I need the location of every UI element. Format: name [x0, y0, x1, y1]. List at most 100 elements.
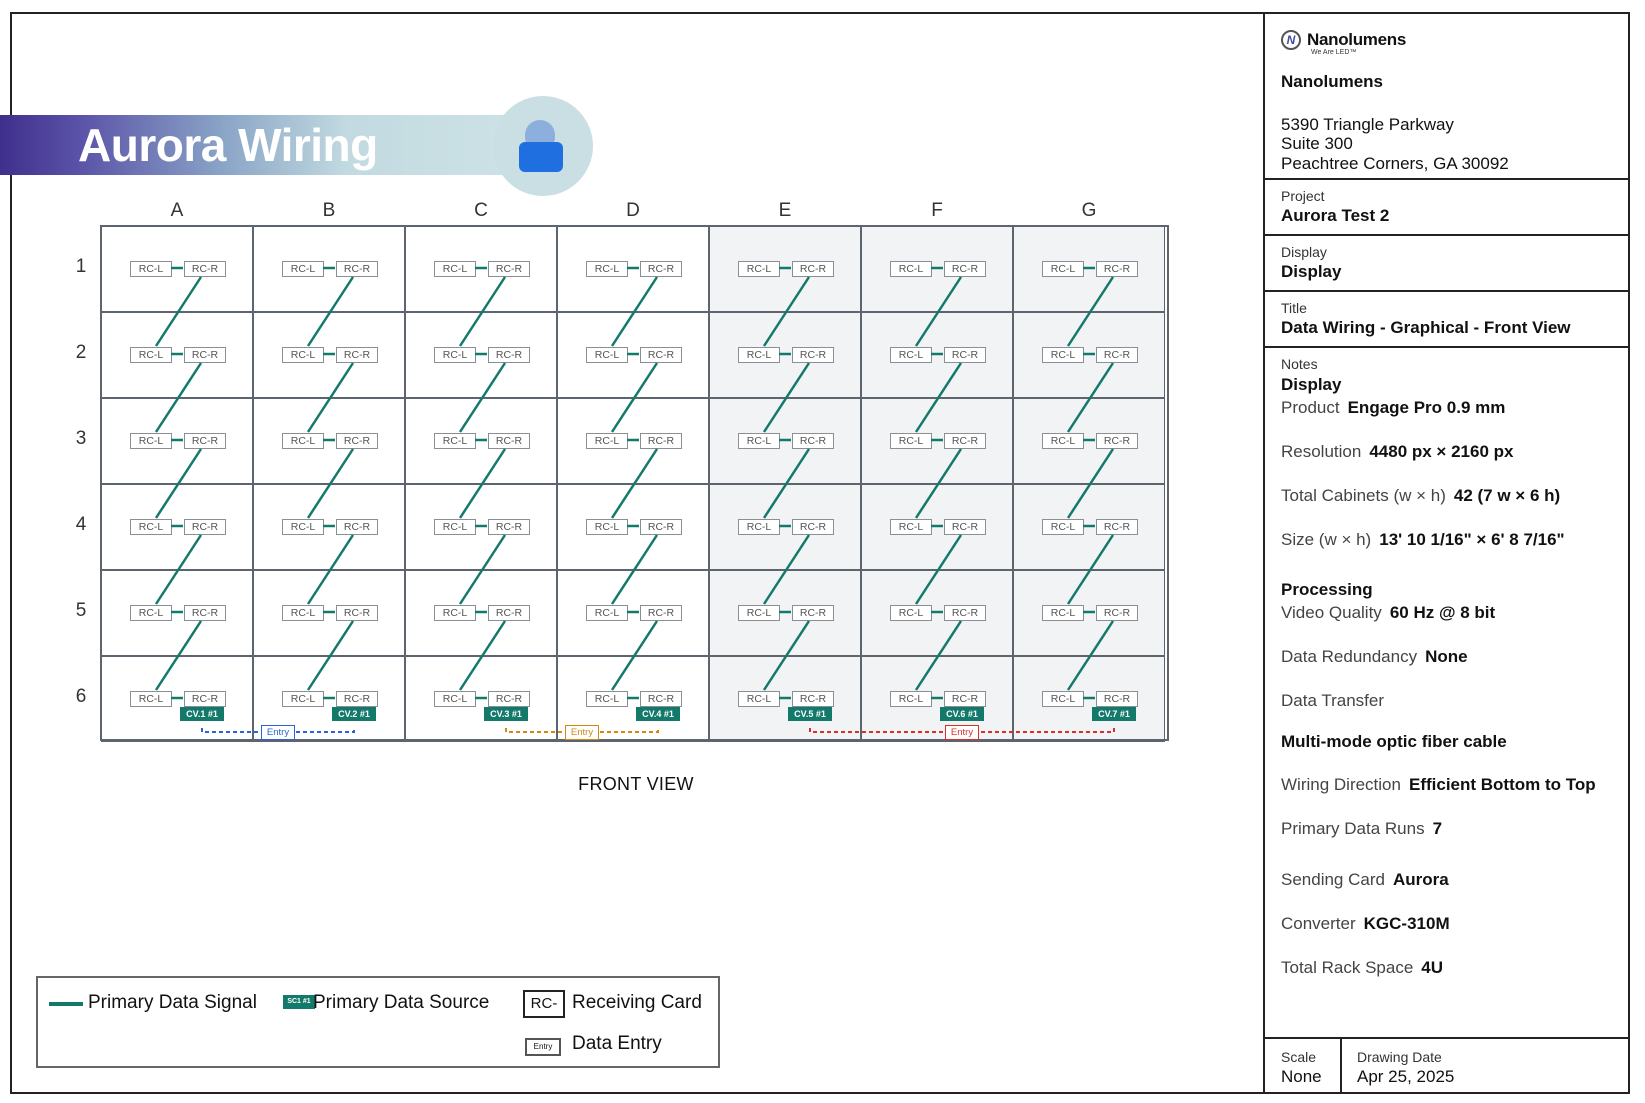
receiving-card-left: RC-L	[738, 519, 780, 535]
cabinet-cell[interactable]: RC-L RC-R	[709, 570, 861, 656]
receiving-card-left: RC-L	[890, 605, 932, 621]
row-label: 6	[75, 686, 87, 707]
receiving-card-right: RC-R	[792, 605, 834, 621]
receiving-card-left: RC-L	[586, 519, 628, 535]
processing-heading: Processing	[1281, 580, 1373, 599]
notes-display-heading: Display	[1281, 375, 1342, 394]
display-label: Display	[1281, 244, 1327, 260]
data-entry-box[interactable]: Entry	[565, 725, 599, 740]
title-label: Title	[1281, 300, 1307, 316]
data-source-badge[interactable]: CV.6 #1	[940, 707, 984, 721]
receiving-card-left: RC-L	[738, 433, 780, 449]
column-label: A	[170, 200, 184, 221]
transfer-value: Multi-mode optic fiber cable	[1281, 732, 1507, 751]
receiving-card-right: RC-R	[1096, 605, 1138, 621]
divider	[1265, 290, 1630, 292]
receiving-card-left: RC-L	[282, 347, 324, 363]
cabinet-cell[interactable]: RC-L RC-R	[709, 484, 861, 570]
cabinet-cell[interactable]: RC-L RC-R	[557, 226, 709, 312]
cabinet-cell[interactable]: RC-L RC-R	[405, 226, 557, 312]
receiving-card-right: RC-R	[792, 519, 834, 535]
cabinet-cell[interactable]: RC-L RC-R	[253, 312, 405, 398]
display-value: Display	[1281, 262, 1342, 281]
receiving-card-right: RC-R	[336, 347, 378, 363]
receiving-card-right: RC-R	[640, 691, 682, 707]
receiving-card-right: RC-R	[488, 261, 530, 277]
receiving-card-right: RC-R	[1096, 347, 1138, 363]
receiving-card-left: RC-L	[890, 691, 932, 707]
data-source-badge[interactable]: CV.5 #1	[788, 707, 832, 721]
data-source-badge[interactable]: CV.2 #1	[332, 707, 376, 721]
receiving-card-left: RC-L	[586, 605, 628, 621]
receiving-card-right: RC-R	[488, 605, 530, 621]
data-source-badge[interactable]: CV.4 #1	[636, 707, 680, 721]
receiving-card-left: RC-L	[282, 433, 324, 449]
receiving-card-left: RC-L	[434, 605, 476, 621]
data-source-badge[interactable]: CV.7 #1	[1092, 707, 1136, 721]
receiving-card-right: RC-R	[944, 261, 986, 277]
receiving-card-right: RC-R	[944, 519, 986, 535]
project-label: Project	[1281, 188, 1325, 204]
data-source-badge[interactable]: CV.1 #1	[180, 707, 224, 721]
receiving-card-right: RC-R	[336, 519, 378, 535]
receiving-card-left: RC-L	[434, 347, 476, 363]
receiving-card-left: RC-L	[434, 433, 476, 449]
scale-label: Scale	[1281, 1049, 1317, 1065]
data-entry-box[interactable]: Entry	[261, 725, 295, 740]
receiving-card-left: RC-L	[1042, 347, 1084, 363]
receiving-card-left: RC-L	[890, 347, 932, 363]
legend-signal-line-icon	[49, 1002, 83, 1006]
receiving-card-right: RC-R	[640, 261, 682, 277]
data-source-badge[interactable]: CV.3 #1	[484, 707, 528, 721]
divider	[1265, 1037, 1630, 1039]
view-label: FRONT VIEW	[578, 774, 694, 794]
transfer-label: Data Transfer	[1281, 691, 1384, 710]
receiving-card-left: RC-L	[434, 261, 476, 277]
receiving-card-left: RC-L	[738, 261, 780, 277]
address-line-1: 5390 Triangle Parkway	[1281, 115, 1454, 134]
receiving-card-left: RC-L	[738, 605, 780, 621]
data-entry-box[interactable]: Entry	[945, 725, 979, 740]
receiving-card-right: RC-R	[184, 261, 226, 277]
row-label: 3	[75, 428, 87, 449]
receiving-card-left: RC-L	[130, 519, 172, 535]
receiving-card-left: RC-L	[586, 261, 628, 277]
cabinet-cell[interactable]: RC-L RC-R	[405, 570, 557, 656]
cabinet-cell[interactable]: RC-L RC-R	[1013, 312, 1165, 398]
